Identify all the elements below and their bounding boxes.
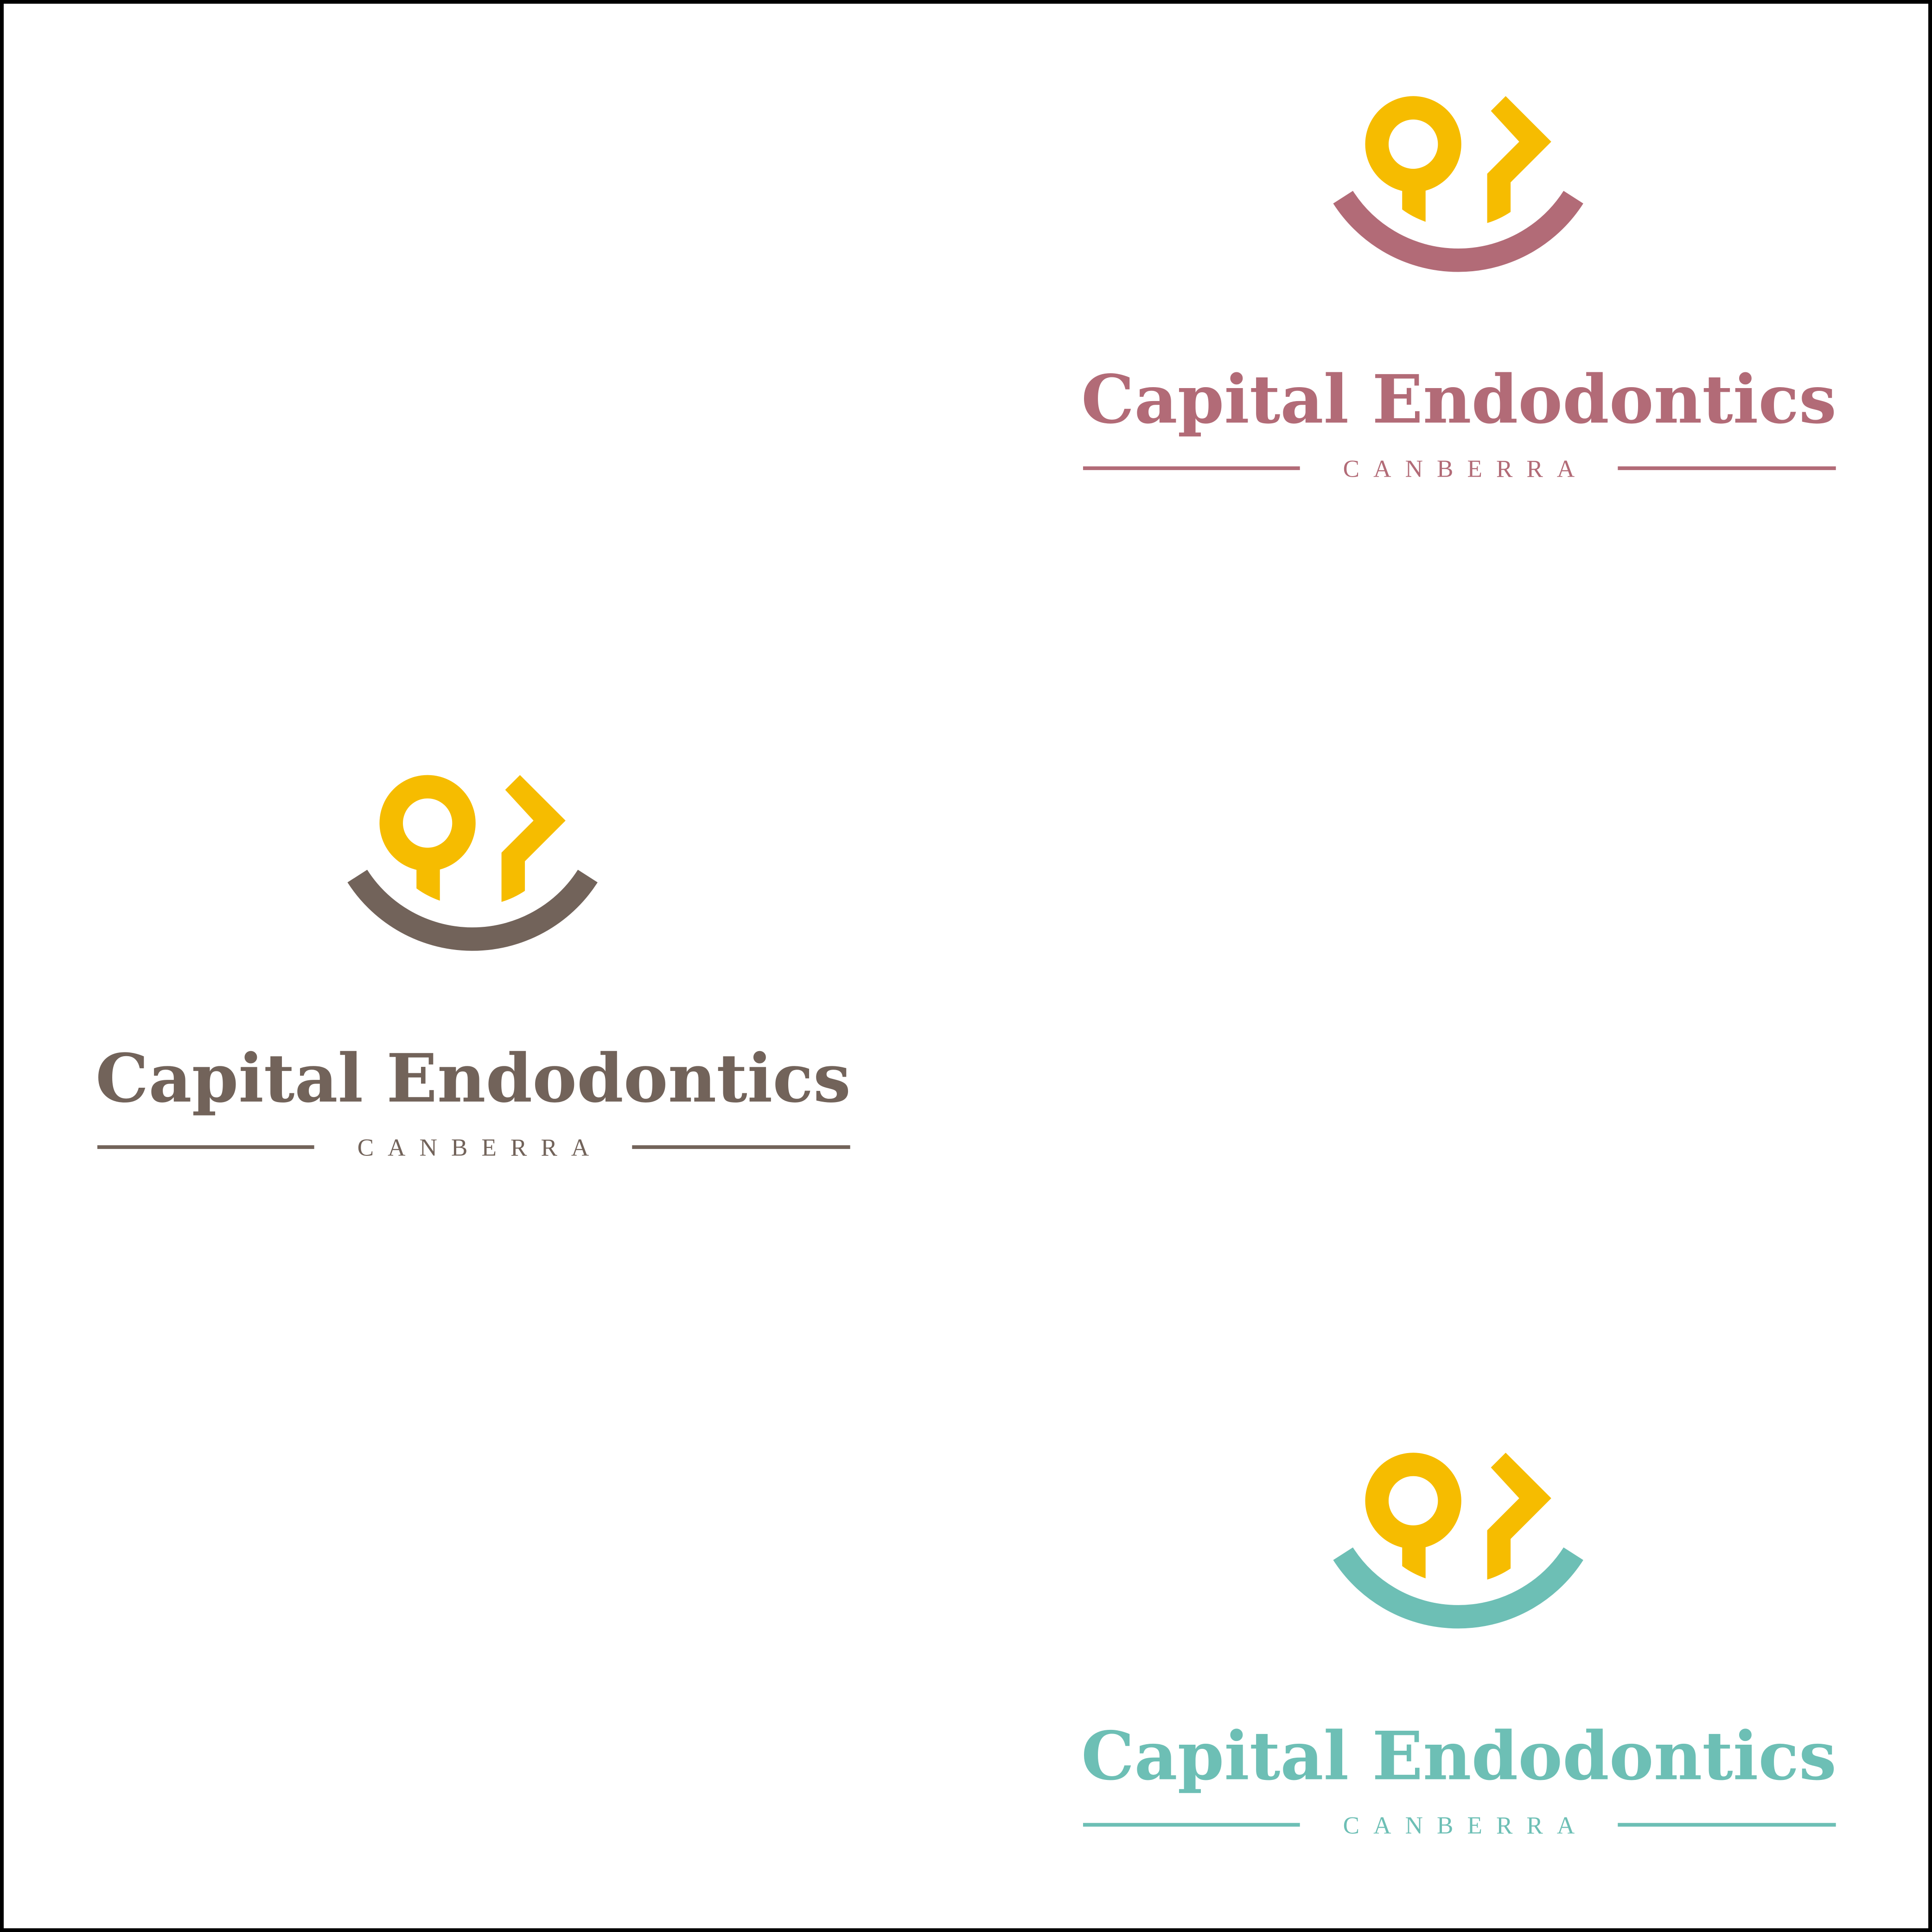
logo-mauve: Capital Endodontics CANBERRA	[1081, 96, 1836, 482]
brand-name: Capital Endodontics	[1081, 1716, 1836, 1795]
smile-arc-icon	[347, 869, 598, 951]
location-label: CANBERRA	[1343, 1812, 1575, 1839]
location-label: CANBERRA	[1343, 455, 1575, 482]
tooth-icon	[1365, 96, 1551, 223]
logo-canvas: Capital Endodontics CANBERRA Capital End…	[96, 96, 1836, 1839]
brand-name: Capital Endodontics	[1081, 360, 1836, 439]
tooth-icon	[379, 775, 566, 902]
location-label: CANBERRA	[357, 1135, 589, 1161]
logo-brown: Capital Endodontics CANBERRA	[96, 775, 851, 1161]
logo-teal: Capital Endodontics CANBERRA	[1081, 1453, 1836, 1839]
tooth-icon	[1365, 1453, 1551, 1580]
brand-name: Capital Endodontics	[96, 1039, 851, 1117]
smile-arc-icon	[1333, 1547, 1583, 1629]
smile-arc-icon	[1333, 191, 1583, 272]
